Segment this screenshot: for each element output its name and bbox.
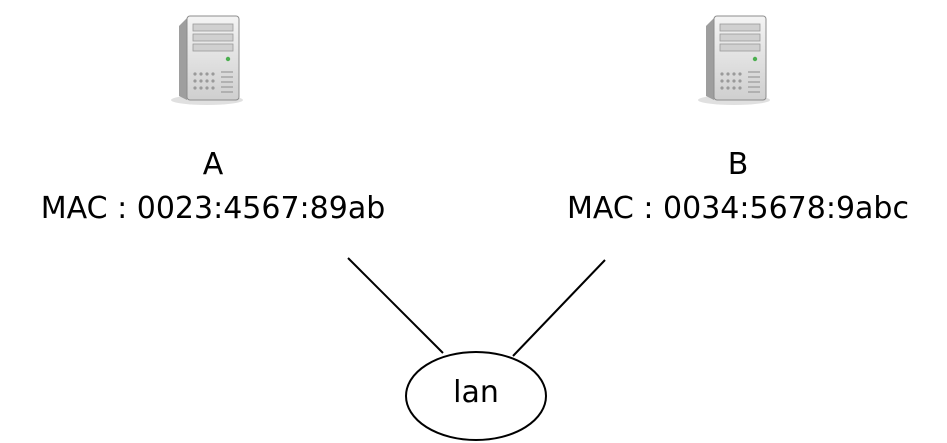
lan-label: lan	[453, 375, 499, 410]
server-icon	[170, 15, 244, 106]
node-b-mac: MAC : 0034:5678:9abc	[567, 191, 909, 226]
server-icon	[697, 15, 771, 106]
lan-ellipse	[405, 351, 547, 441]
connection-b-lan	[512, 259, 606, 357]
node-a-mac: MAC : 0023:4567:89ab	[40, 191, 386, 226]
node-a-name: A	[202, 147, 224, 182]
node-b-name: B	[727, 147, 749, 182]
connection-a-lan	[347, 257, 444, 354]
